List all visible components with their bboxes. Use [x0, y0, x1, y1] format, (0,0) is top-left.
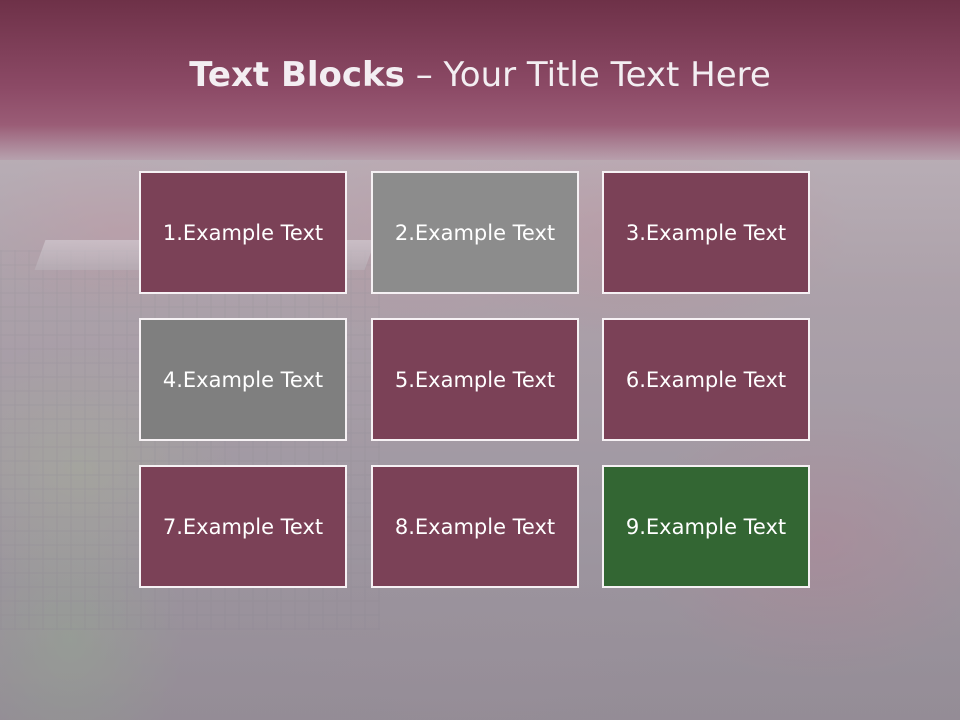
title-band — [0, 0, 960, 160]
text-block-6: 6.Example Text — [602, 318, 810, 441]
text-block-label: 6.Example Text — [625, 367, 787, 392]
text-block-label: 1.Example Text — [162, 220, 324, 245]
text-block-5: 5.Example Text — [371, 318, 579, 441]
text-block-label: 3.Example Text — [625, 220, 787, 245]
title-rest: Your Title Text Here — [443, 55, 771, 95]
text-block-9: 9.Example Text — [602, 465, 810, 588]
text-block-label: 8.Example Text — [394, 514, 556, 539]
title-bold: Text Blocks — [189, 55, 405, 95]
text-block-label: 4.Example Text — [162, 367, 324, 392]
text-block-label: 5.Example Text — [394, 367, 556, 392]
text-block-8: 8.Example Text — [371, 465, 579, 588]
slide-title: Text Blocks – Your Title Text Here — [0, 52, 960, 98]
text-block-label: 2.Example Text — [394, 220, 556, 245]
title-dash: – — [404, 55, 444, 95]
text-block-label: 9.Example Text — [625, 514, 787, 539]
text-block-2: 2.Example Text — [371, 171, 579, 294]
text-block-3: 3.Example Text — [602, 171, 810, 294]
text-block-label: 7.Example Text — [162, 514, 324, 539]
text-block-1: 1.Example Text — [139, 171, 347, 294]
text-block-4: 4.Example Text — [139, 318, 347, 441]
text-block-7: 7.Example Text — [139, 465, 347, 588]
